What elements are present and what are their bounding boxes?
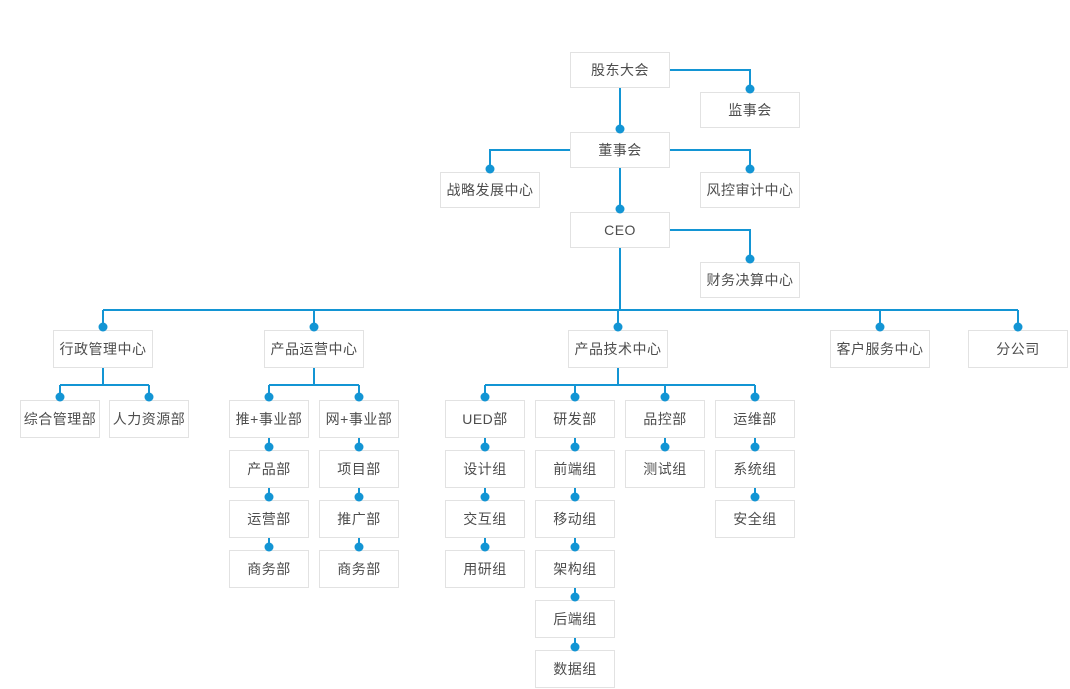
org-node-system-group: 系统组 [715,450,795,488]
connector-line [102,309,1019,330]
org-node-board-of-directors: 董事会 [570,132,670,168]
org-node-general-management-dept: 综合管理部 [20,400,100,438]
org-node-projects-dept: 项目部 [319,450,399,488]
org-node-data-group: 数据组 [535,650,615,688]
org-node-ceo: CEO [570,212,670,248]
org-node-customer-service-center: 客户服务中心 [830,330,930,368]
org-node-qc-dept: 品控部 [625,400,705,438]
org-node-hr-dept: 人力资源部 [109,400,189,438]
org-node-frontend-group: 前端组 [535,450,615,488]
org-node-wang-business-unit: 网+事业部 [319,400,399,438]
org-node-security-group: 安全组 [715,500,795,538]
org-node-operations-dept: 运营部 [229,500,309,538]
org-node-risk-audit-center: 风控审计中心 [700,172,800,208]
org-node-shareholders-meeting: 股东大会 [570,52,670,88]
org-node-promotion-dept: 推广部 [319,500,399,538]
org-node-tui-business-dept: 商务部 [229,550,309,588]
org-node-finance-center: 财务决算中心 [700,262,800,298]
org-node-strategy-center: 战略发展中心 [440,172,540,208]
org-node-product-ops-center: 产品运营中心 [264,330,364,368]
org-node-admin-center: 行政管理中心 [53,330,153,368]
org-node-testing-group: 测试组 [625,450,705,488]
org-node-mobile-group: 移动组 [535,500,615,538]
org-node-ued-dept: UED部 [445,400,525,438]
org-node-om-dept: 运维部 [715,400,795,438]
org-node-backend-group: 后端组 [535,600,615,638]
org-node-wang-business-dept: 商务部 [319,550,399,588]
connector-line [59,368,756,400]
org-node-supervisory-board: 监事会 [700,92,800,128]
org-node-rd-dept: 研发部 [535,400,615,438]
org-node-branch-company: 分公司 [968,330,1068,368]
org-node-product-tech-center: 产品技术中心 [568,330,668,368]
org-node-products-dept: 产品部 [229,450,309,488]
org-node-user-research-group: 用研组 [445,550,525,588]
org-node-design-group: 设计组 [445,450,525,488]
org-node-architecture-group: 架构组 [535,550,615,588]
org-node-tui-business-unit: 推+事业部 [229,400,309,438]
org-node-interaction-group: 交互组 [445,500,525,538]
